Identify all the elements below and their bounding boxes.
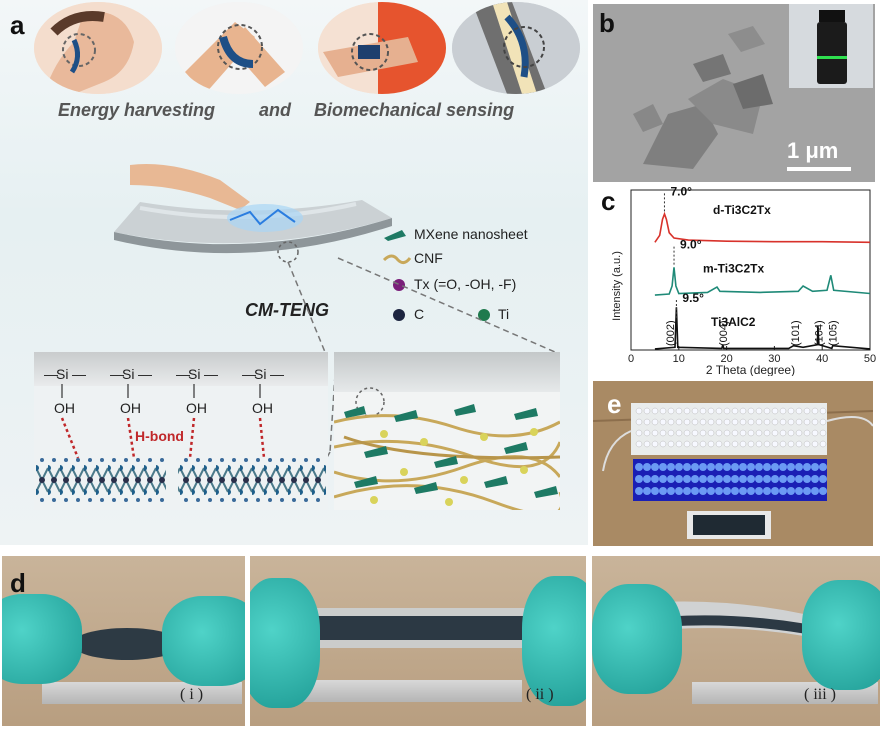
panel-letter-c: c [601,186,616,216]
panel-letter-b: b [599,8,615,38]
annotation-2: 9.5° [682,291,704,305]
vial-inset [789,4,873,88]
series-line-0 [654,211,871,244]
series-label-2: Ti3AlC2 [711,315,756,329]
panel-d-photo-i: d ( i ) [2,556,245,726]
knee-application-icon [452,2,580,94]
series-line-2 [654,307,871,350]
caption-energy-harvesting: Energy harvesting [58,100,216,120]
x-tick-label-4: 40 [816,353,828,365]
fiber-network-schematic [334,352,560,510]
label-ii: ( ii ) [526,686,554,703]
elbow-application-icon [175,2,303,94]
si-label-3: Si [188,366,201,382]
neck-application-icon [34,2,162,94]
peak-label-2: (101) [790,320,802,346]
titanium-atom-icon [478,309,490,321]
panel-e-led-photo: e [593,381,873,546]
peak-label-3: (104) [813,320,825,346]
y-axis-label: Intensity (a.u.) [611,251,623,321]
hbond-label: H-bond [135,428,184,444]
x-axis-label: 2 Theta (degree) [706,363,795,376]
glove-right-ii [522,576,586,706]
cm-teng-device-illustration [114,164,392,263]
device-ii [290,616,550,640]
oh-label-1: OH [54,400,75,416]
xrd-plot: 0 10 20 30 40 50 2 Theta (degree) Intensity (a.… [611,186,876,376]
glove-right-iii [802,580,880,690]
mxene-nanosheet-icon [384,230,406,241]
peak-label-0: (002) [665,320,677,346]
mxene-lattice-illustration [36,456,326,506]
label-i: ( i ) [180,686,204,703]
vial-icon [817,10,847,84]
peak-label-4: (105) [828,320,840,346]
plot-frame [630,189,871,351]
x-tick-label-0: 0 [628,353,634,365]
caption-biomechanical-sensing: Biomechanical sensing [314,100,515,120]
panel-letter-d: d [10,568,26,598]
led-array-photo [593,381,873,546]
legend-c: C [414,306,425,322]
panel-a: a [0,0,588,545]
cnf-fiber-icon [382,254,412,265]
legend-cnf: CNF [414,250,443,266]
legend-ti: Ti [498,306,510,322]
si-label-2: Si [122,366,135,382]
panel-c-xrd-chart: c 0 10 20 30 40 50 2 Theta (degree) Intensity (… [593,186,880,376]
si-label-1: Si [56,366,69,382]
caption-and: and [259,100,292,120]
panel-letter-a: a [10,10,25,40]
panel-letter-e: e [607,389,622,419]
oh-label-2: OH [120,400,141,416]
scale-bar [787,167,851,171]
cm-teng-label: CM-TENG [245,300,329,320]
glove-right-i [162,596,245,686]
series-line-1 [654,267,871,296]
ruler-i [42,682,242,704]
oh-label-3: OH [186,400,207,416]
panel-b-tem-image: b 1 μm [593,4,875,182]
x-tick-label-5: 50 [864,353,876,365]
x-tick-label-1: 10 [673,353,685,365]
si-label-4: Si [254,366,267,382]
carbon-atom-icon [393,309,405,321]
tx-atom-icon [393,279,405,291]
peak-label-1: (004) [718,320,730,346]
legend-tx: Tx (=O, -OH, -F) [414,276,517,292]
annotation-0: 7.0° [670,186,692,198]
label-iii: ( iii ) [804,686,836,703]
ruler-ii [300,680,522,702]
panel-d-photo-iii: ( iii ) [592,556,880,726]
oh-label-4: OH [252,400,273,416]
x-tick-label-2: 20 [720,353,732,365]
si-oh-bonds [60,384,266,459]
panel-d-photo-ii: ( ii ) [250,556,586,726]
glove-left-iii [592,584,682,694]
legend-mxene-nanosheet: MXene nanosheet [414,226,528,242]
annotation-1: 9.0° [680,238,702,252]
glove-left-i [2,594,82,684]
glove-left-ii [250,578,320,708]
x-tick-label-3: 30 [768,353,780,365]
series-label-0: d-Ti3C2Tx [713,203,771,217]
series-label-1: m-Ti3C2Tx [703,262,764,276]
scale-bar-label: 1 μm [787,138,839,163]
